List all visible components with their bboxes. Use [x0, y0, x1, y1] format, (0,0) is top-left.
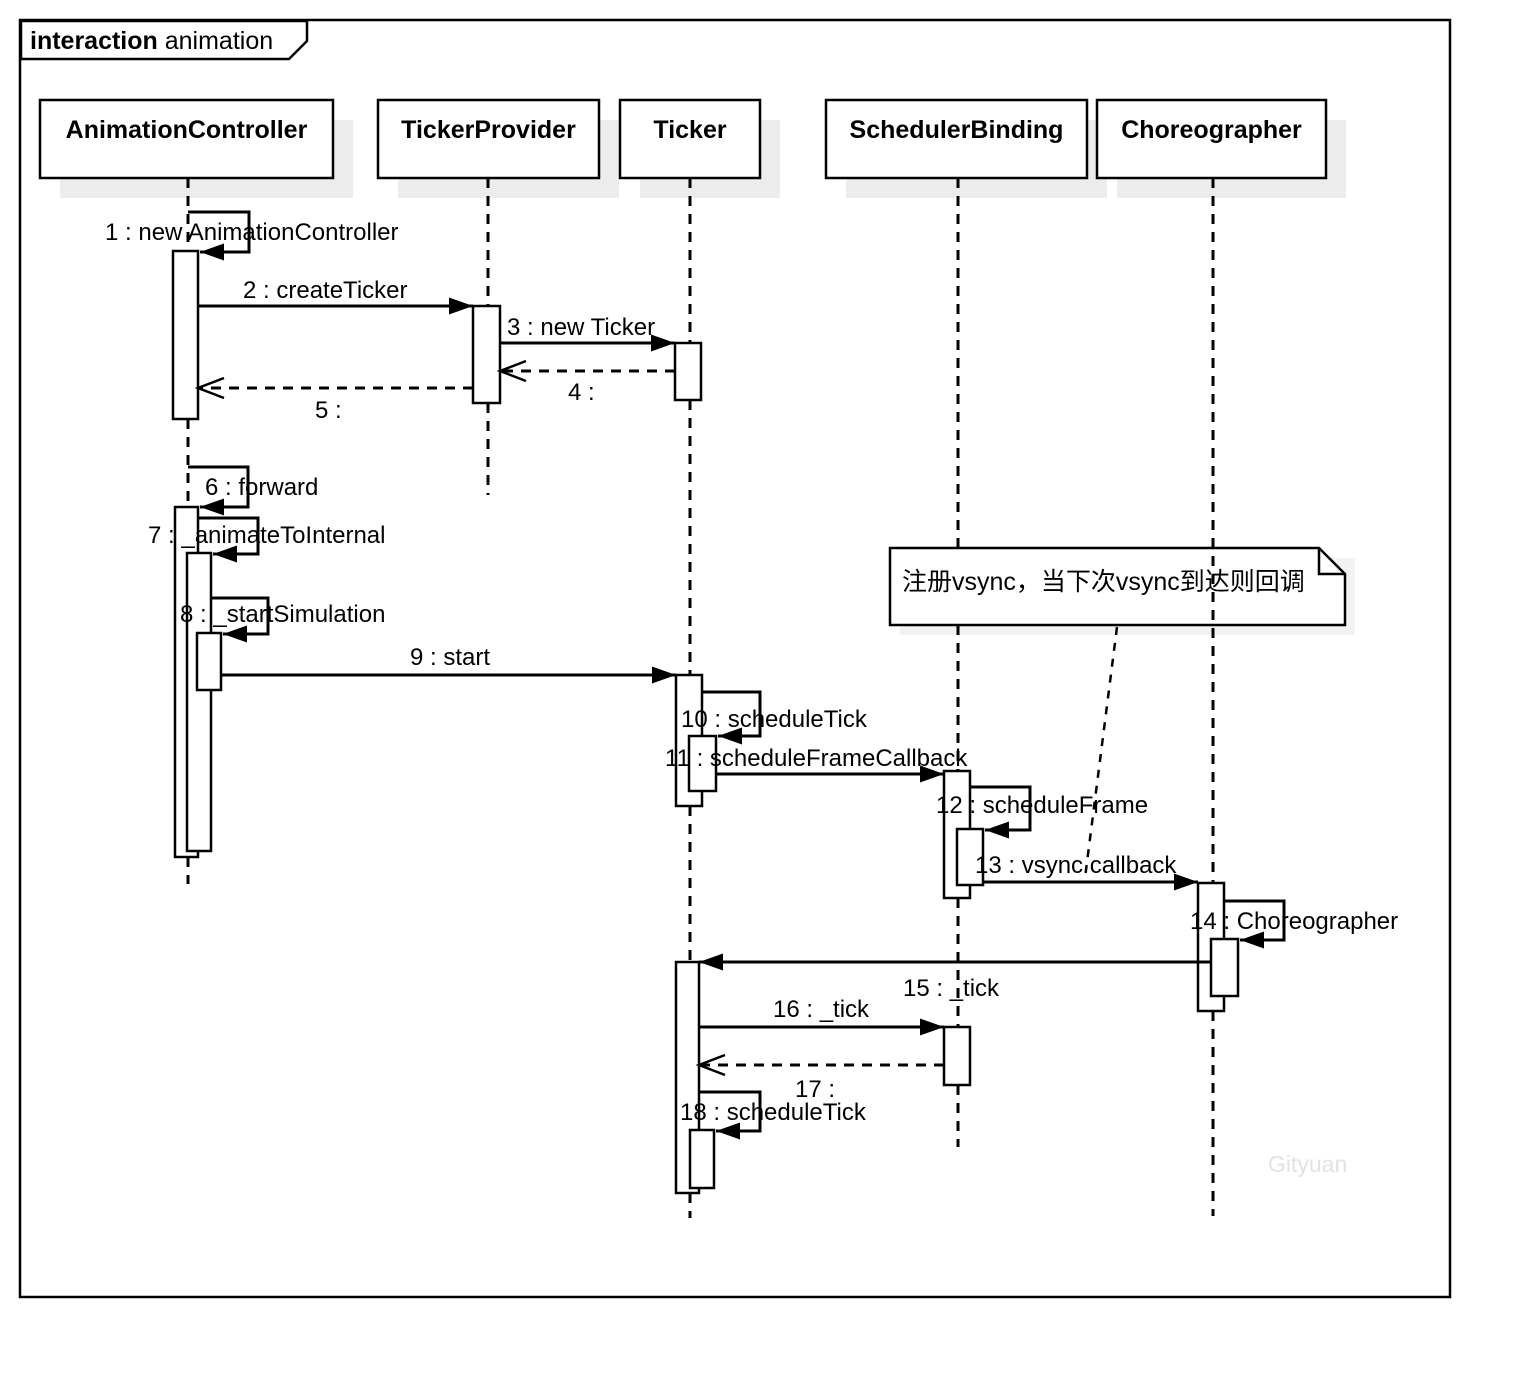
watermark: Gityuan	[1268, 1151, 1347, 1177]
message-7-label: 7 : _animateToInternal	[148, 522, 385, 549]
header-label-ticker-provider: TickerProvider	[401, 116, 576, 144]
message-10-label: 10 : scheduleTick	[681, 706, 868, 733]
activation-bar-scheduler-binding	[942, 1025, 972, 1087]
note-fold	[1317, 548, 1345, 576]
activation-bar-animation-controller	[171, 249, 200, 421]
message-1-line	[188, 210, 251, 254]
message-5-label: 5 :	[315, 397, 342, 424]
message-14-arrowhead	[1240, 931, 1264, 949]
message-12-arrowhead	[985, 821, 1009, 839]
message-9-arrowhead	[652, 666, 676, 684]
message-17-label: 17 :	[795, 1076, 835, 1103]
activation-bar-animation-controller	[195, 631, 223, 692]
message-14-label: 14 : Choreographer	[1190, 908, 1398, 935]
header-scheduler-binding	[824, 98, 1089, 180]
activation-bar-ticker	[688, 1128, 716, 1190]
message-3-label: 3 : new Ticker	[507, 314, 655, 341]
message-18-label: 18 : scheduleTick	[680, 1099, 867, 1126]
message-10-arrowhead	[718, 727, 742, 745]
header-label-choreographer: Choreographer	[1121, 116, 1302, 144]
message-6-label: 6 : forward	[205, 474, 318, 501]
note-body	[888, 546, 1347, 627]
message-2-label: 2 : createTicker	[243, 277, 408, 304]
message-7-arrowhead	[213, 545, 237, 563]
message-11-arrowhead	[920, 765, 944, 783]
message-16-arrowhead	[920, 1018, 944, 1036]
message-1-label: 1 : new AnimationController	[105, 219, 398, 246]
activation-bar-ticker-provider	[471, 304, 502, 405]
message-16-label: 16 : _tick	[773, 996, 870, 1023]
frame-name: animation	[158, 27, 273, 55]
note-connector	[1083, 626, 1119, 879]
activation-bar-scheduler-binding	[955, 827, 985, 887]
message-15-arrowhead	[699, 953, 723, 971]
frame-keyword: interaction	[30, 27, 158, 55]
message-4-arrowhead	[496, 359, 527, 383]
message-13-label: 13 : vsync callback	[975, 852, 1177, 879]
activation-bar-ticker	[687, 734, 718, 793]
message-11-label: 11 : scheduleFrameCallback	[665, 745, 968, 772]
activation-bar-ticker	[673, 341, 703, 402]
message-5-arrowhead	[194, 376, 225, 400]
message-4-label: 4 :	[568, 379, 595, 406]
message-6-arrowhead	[200, 498, 224, 516]
note-text: 注册vsync，当下次vsync到达则回调	[902, 568, 1305, 596]
header-label-ticker: Ticker	[653, 116, 726, 144]
activation-bar-choreographer	[1209, 937, 1240, 998]
activation-bar-animation-controller	[185, 551, 213, 853]
message-18-arrowhead	[716, 1122, 740, 1140]
message-8-label: 8 : _startSimulation	[180, 601, 385, 628]
message-8-arrowhead	[223, 625, 247, 643]
header-label-scheduler-binding: SchedulerBinding	[850, 116, 1064, 144]
message-12-label: 12 : scheduleFrame	[936, 792, 1148, 819]
message-9-label: 9 : start	[410, 644, 490, 671]
message-15-label: 15 : _tick	[903, 975, 1000, 1002]
message-3-arrowhead	[651, 334, 675, 352]
message-17-arrowhead	[695, 1053, 726, 1077]
message-13-arrowhead	[1174, 873, 1198, 891]
header-label-animation-controller: AnimationController	[66, 116, 308, 144]
header-choreographer	[1095, 98, 1328, 180]
frame-label-pentagon	[19, 19, 309, 61]
message-1-arrowhead	[200, 243, 224, 261]
frame-title: interaction animation	[30, 27, 273, 55]
message-2-arrowhead	[449, 297, 473, 315]
